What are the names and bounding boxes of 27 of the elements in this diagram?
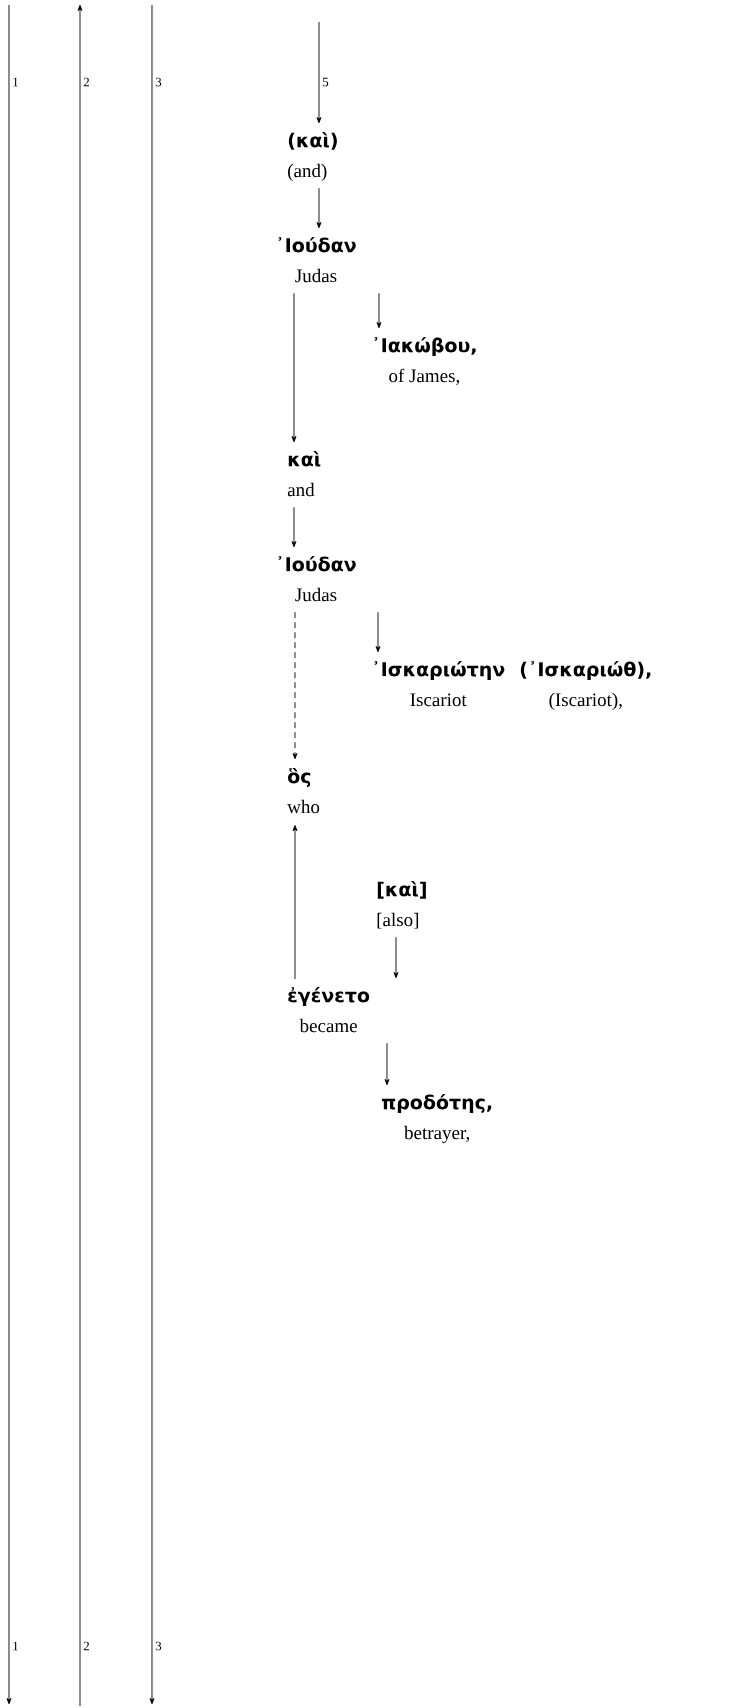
line-number: 2 (83, 77, 89, 87)
word-pair: ᾿Ισκαριώτην (᾿Ισκαριώθ), Iscariot (Iscariot), (374, 660, 651, 711)
arrow (316, 187, 322, 229)
word-pair: ἐγένετο became (288, 986, 370, 1033)
arrow (291, 506, 297, 548)
line-number: 3 (155, 1641, 162, 1651)
line-number: 1 (13, 1641, 18, 1651)
word-pair: [καὶ] [also] (377, 880, 426, 929)
arrow (291, 292, 297, 443)
line-number: 2 (83, 1641, 89, 1651)
arrow (376, 292, 382, 329)
line-number: 1 (13, 77, 18, 87)
arrow (292, 825, 298, 980)
arrow (384, 1042, 390, 1086)
word-pair: ᾿Ιούδαν Judas (278, 555, 356, 602)
arrow (393, 936, 399, 979)
word-pair: (καὶ) (and) (288, 131, 337, 182)
word-pair: ὃς who (287, 767, 320, 814)
arrow (316, 21, 322, 124)
line-number: 3 (155, 77, 162, 87)
arrow (292, 611, 298, 760)
word-pair: ᾿Ιούδαν Judas (278, 236, 356, 283)
arrow (375, 611, 381, 653)
word-pair: καὶ and (287, 450, 321, 497)
word-pair: ᾿Ιακώβου, of James, (374, 336, 476, 385)
edge-label: 5 (322, 77, 329, 87)
word-pair: προδότης, betrayer, (382, 1093, 492, 1144)
